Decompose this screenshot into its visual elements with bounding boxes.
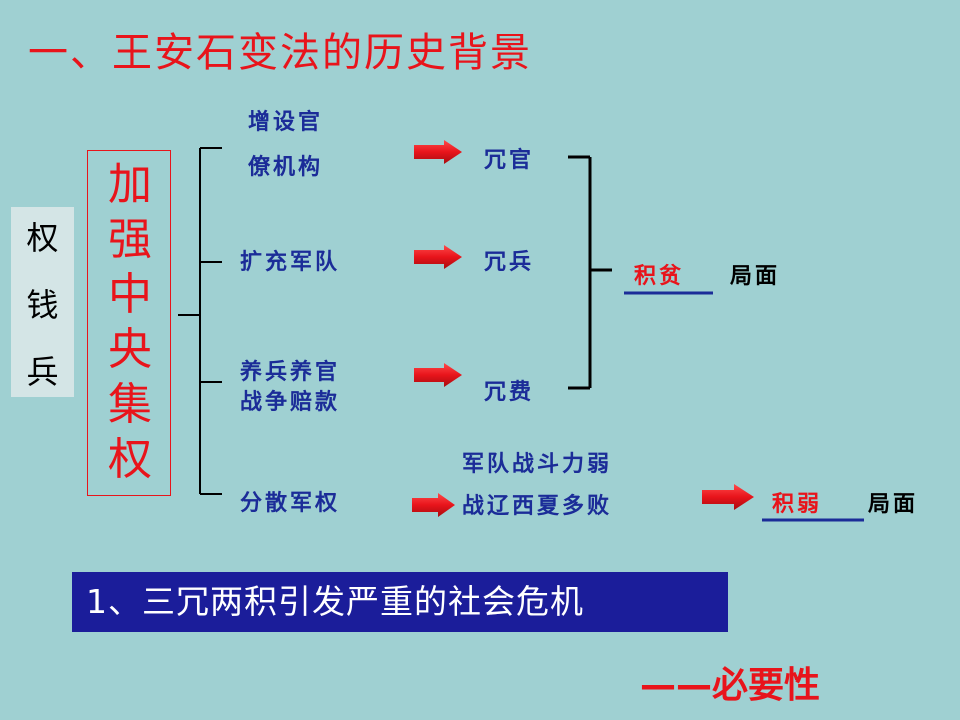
right-bracket — [568, 155, 612, 390]
branch-increase-officials-line2: 僚机构 — [248, 155, 324, 180]
outcome-weakness-key: 积弱 — [772, 492, 823, 517]
center-char-2: 强 — [108, 214, 152, 265]
arrow-icon — [414, 363, 462, 387]
side-char-qian: 钱 — [26, 286, 59, 324]
left-bracket — [178, 147, 222, 495]
center-char-5: 集 — [108, 379, 152, 430]
arrow-icon — [412, 493, 455, 517]
branch-disperse-military: 分散军权 — [240, 491, 341, 516]
result-redundant-expenses: 冗费 — [484, 380, 535, 405]
center-char-3: 中 — [108, 269, 152, 320]
arrow-icon — [702, 484, 754, 510]
page-title: 一、王安石变法的历史背景 — [28, 30, 532, 76]
necessity-label: ——必要性 — [640, 665, 821, 706]
side-keyword-box: 权 钱 兵 — [11, 207, 74, 397]
outcome-weakness-suffix: 局面 — [868, 492, 919, 517]
outcome-poverty-key: 积贫 — [634, 264, 685, 289]
branch-support-costs-line1: 养兵养官 — [240, 360, 341, 385]
result-weak-army-line1: 军队战斗力弱 — [462, 452, 613, 477]
center-char-1: 加 — [108, 159, 152, 210]
center-char-6: 权 — [108, 434, 152, 485]
arrow-icon — [414, 245, 462, 269]
branch-increase-officials-line1: 增设官 — [248, 110, 324, 135]
center-char-4: 央 — [108, 324, 152, 375]
side-char-bing: 兵 — [26, 353, 59, 391]
outcome-poverty-suffix: 局面 — [730, 264, 781, 289]
arrow-icon — [414, 140, 462, 164]
branch-support-costs-line2: 战争赔款 — [240, 390, 341, 415]
result-redundant-officials: 冗官 — [484, 148, 535, 173]
branch-expand-army: 扩充军队 — [240, 250, 341, 275]
result-weak-army-line2: 战辽西夏多败 — [462, 494, 613, 519]
result-redundant-soldiers: 冗兵 — [484, 250, 535, 275]
side-char-quan: 权 — [26, 219, 59, 257]
crisis-banner: 1、三冗两积引发严重的社会危机 — [72, 572, 728, 632]
centralization-box: 加 强 中 央 集 权 — [87, 150, 171, 496]
